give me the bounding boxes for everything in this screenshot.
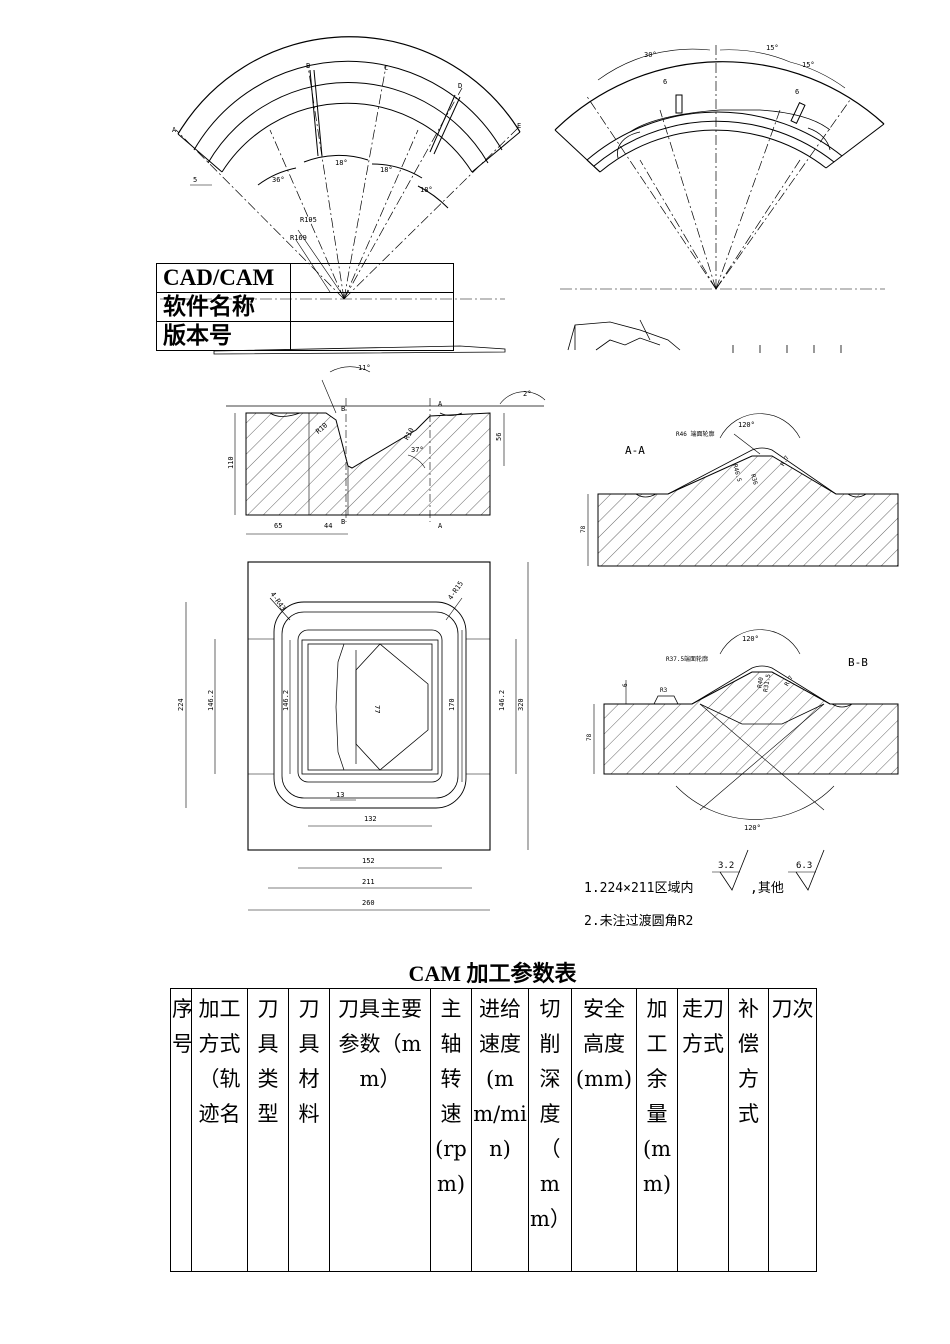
front-dim-65: 65 (274, 522, 282, 530)
front-dim-44: 44 (324, 522, 332, 530)
cam-params-table: 序号 加工方式（轨迹名 刀具类型 刀具材料 刀具主要参数（mm） 主轴转速(rp… (170, 988, 817, 1272)
section-mark-b-top: B (341, 405, 345, 413)
note-line-1: 1.224×211区域内 (584, 880, 693, 896)
section-bb-label: B-B (848, 656, 868, 669)
top-dim-13: 13 (336, 791, 344, 799)
header-tool-type: 刀具类型 (247, 988, 289, 1272)
engineering-drawing: A B C D E 5 36° 18° 18° 18° R195 R169 (160, 36, 899, 929)
top-dim-132: 132 (364, 815, 377, 823)
rfan-dim-30: 30° (644, 51, 657, 59)
header-cut-depth: 切削深度（mm） (528, 988, 572, 1272)
rfan-dim-15a: 15° (766, 44, 779, 52)
roughness-3-2: 3.2 (718, 861, 734, 871)
bb-dim-r37-5-profile: R37.5端面轮廓 (666, 655, 708, 663)
section-a-a: A-A 120° R46 端面轮廓 R46.5 R36 R.7 78 (580, 413, 899, 567)
fan-point-a: A (172, 126, 177, 134)
aa-dim-r46-5: R46.5 (731, 463, 743, 483)
header-safe-height: 安全高度(mm) (571, 988, 637, 1272)
bb-dim-r31-5: R31.5 (762, 673, 772, 692)
top-dim-146-2-right: 146.2 (498, 690, 506, 711)
aa-dim-r7: R.7 (779, 454, 791, 467)
section-b-b: B-B 120° R37.5端面轮廓 6 R3 R31.5 R40 R.7 78… (586, 629, 899, 832)
top-dim-320: 320 (517, 698, 525, 711)
header-allowance: 加工余量(mm) (636, 988, 678, 1272)
bb-dim-78: 78 (586, 733, 593, 741)
software-label-version: 版本号 (156, 321, 291, 351)
note-line-1-other: ,其他 (750, 881, 784, 896)
header-tool-material: 刀具材料 (288, 988, 330, 1272)
fan-dim-18a: 18° (335, 159, 348, 167)
fan-point-e: E (517, 122, 521, 130)
fan-dim-36: 36° (272, 176, 285, 184)
rfan-dim-15b: 15° (802, 61, 815, 69)
aa-dim-r46-profile: R46 端面轮廓 (676, 430, 714, 438)
bb-dim-r40: R40 (756, 676, 765, 688)
front-dim-56: 56 (495, 433, 503, 441)
software-label-name: 软件名称 (156, 292, 291, 322)
aa-dim-r36: R36 (749, 473, 759, 486)
fan-dim-r195: R195 (300, 216, 317, 224)
fan-dim-5: 5 (193, 176, 197, 184)
section-aa-label: A-A (625, 444, 645, 457)
software-value-name (290, 292, 454, 322)
aa-dim-120: 120° (738, 421, 755, 429)
top-dim-146-2-left: 146.2 (207, 690, 215, 711)
fan-point-d: D (458, 82, 462, 90)
software-info-box: CAD/CAM 软件名称 版本号 (156, 263, 454, 351)
top-dim-211: 211 (362, 878, 375, 886)
note-line-2: 2.未注过渡圆角R2 (584, 913, 693, 929)
front-dim-110: 110 (227, 456, 235, 469)
top-dim-260: 260 (362, 899, 375, 907)
front-dim-37: 37° (411, 446, 424, 454)
front-dim-2: 2° (523, 390, 531, 398)
header-feed-rate: 进给速度(mm/min) (471, 988, 529, 1272)
roughness-6-3: 6.3 (796, 861, 812, 871)
params-table-title: CAM 加工参数表 (408, 961, 577, 986)
rfan-dim-6a: 6 (663, 78, 667, 86)
top-dim-146-2-mid: 146.2 (282, 690, 290, 711)
header-tool-params: 刀具主要参数（mm） (329, 988, 431, 1272)
header-spindle-speed: 主轴转速(rpm) (430, 988, 472, 1272)
front-dim-11: 11° (358, 364, 371, 372)
fan-point-b: B (306, 62, 310, 70)
software-label-cadcam: CAD/CAM (156, 263, 291, 293)
top-dim-152: 152 (362, 857, 375, 865)
section-mark-b-bottom: B (341, 518, 345, 526)
software-value-cadcam (290, 263, 454, 293)
fan-view-right: 30° 15° 15° 6 6 (554, 44, 885, 353)
header-compensation: 补偿方式 (728, 988, 769, 1272)
fan-dim-18b: 18° (380, 166, 393, 174)
fan-dim-r169: R169 (290, 234, 307, 242)
header-seq: 序号 (170, 988, 193, 1272)
top-dim-224: 224 (177, 698, 185, 711)
section-mark-a-top: A (438, 400, 443, 408)
section-mark-a-bottom: A (438, 522, 443, 530)
bb-dim-120-top: 120° (742, 635, 759, 643)
params-header-row: 序号 加工方式（轨迹名 刀具类型 刀具材料 刀具主要参数（mm） 主轴转速(rp… (170, 988, 817, 1272)
top-view: 4-R43 4-R15 224 146.2 146.2 77 170 146.2… (177, 561, 529, 911)
aa-dim-78: 78 (580, 525, 587, 533)
drawing-notes: 1.224×211区域内 3.2 ,其他 6.3 2.未注过渡圆角R2 (584, 849, 825, 929)
header-passes: 刀次 (768, 988, 817, 1272)
front-view: 11° 2° 110 56 R10 R10 37° 65 44 B A B A (226, 364, 546, 535)
header-toolpath: 走刀方式 (677, 988, 729, 1272)
top-dim-77: 77 (373, 705, 381, 713)
top-dim-170: 170 (448, 698, 456, 711)
top-dim-4r15: 4-R15 (446, 580, 465, 602)
bb-dim-r7: R.7 (783, 674, 795, 687)
rfan-dim-6b: 6 (795, 88, 799, 96)
bb-dim-r3: R3 (660, 687, 668, 694)
fan-point-c: C (384, 64, 388, 72)
software-value-version (290, 321, 454, 351)
header-machining-method: 加工方式（轨迹名 (191, 988, 248, 1272)
bb-dim-120-bottom: 120° (744, 824, 761, 832)
bb-dim-6: 6 (622, 683, 629, 687)
fan-dim-18c: 18° (420, 186, 433, 194)
top-dim-4r43: 4-R43 (268, 590, 287, 612)
